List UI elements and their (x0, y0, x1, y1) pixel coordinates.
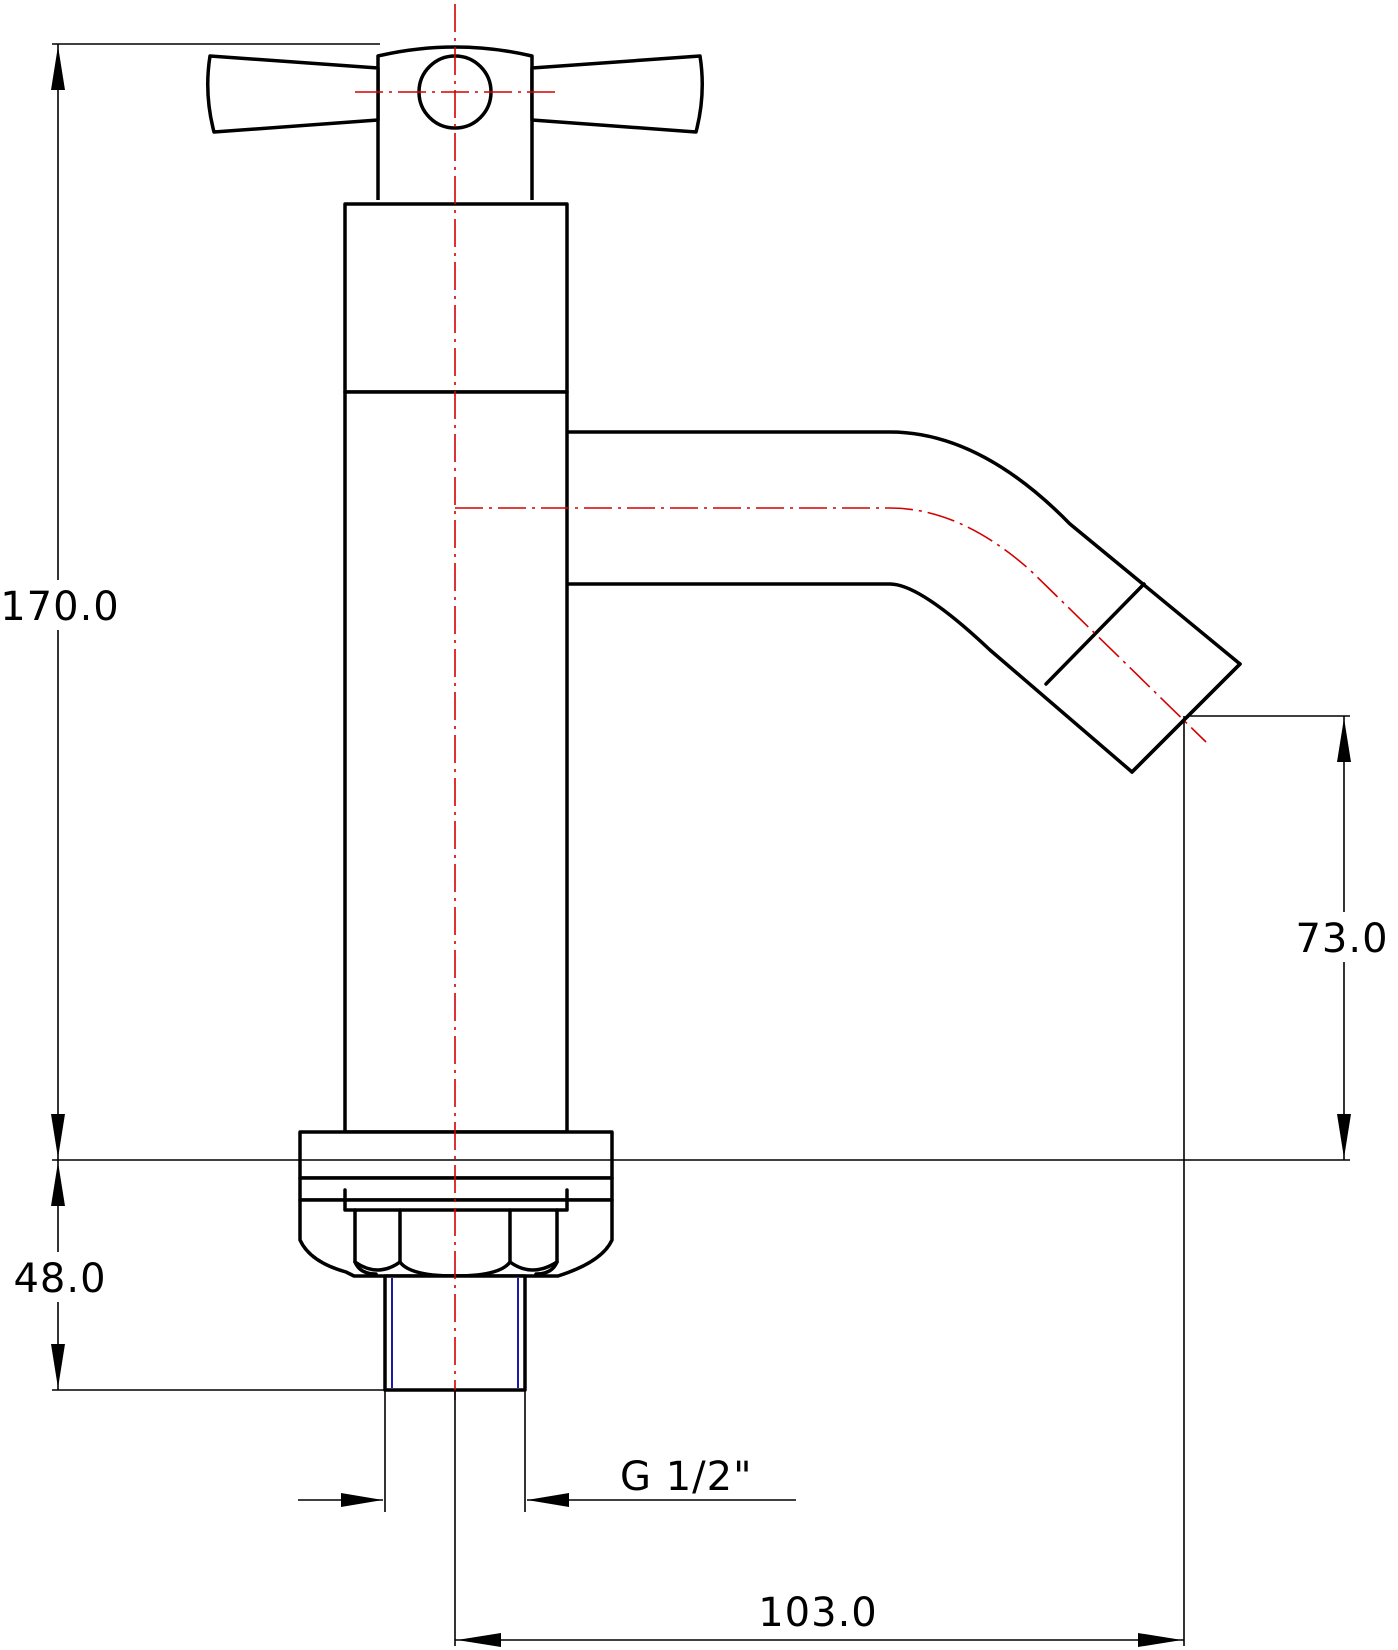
arrow-left (457, 1633, 501, 1647)
base-flange-top (298, 1130, 614, 1180)
dim-label-thread-size: G 1/2" (620, 1454, 752, 1500)
arrow-left (527, 1493, 569, 1507)
aerator-line-a (1044, 582, 1146, 686)
arrow-right (1138, 1633, 1182, 1647)
main-body-tube (343, 390, 569, 1134)
faucet-body (206, 45, 1242, 1392)
hex-nut-inner-top (343, 1188, 569, 1212)
arrow-down (1337, 1114, 1351, 1158)
dim-thread-size: G 1/2" (298, 1390, 796, 1512)
dim-spout-height: 73.0 (1190, 715, 1398, 1160)
hex-nut-arcs (353, 1260, 559, 1272)
arrow-right (341, 1493, 383, 1507)
dim-label-spout-height: 73.0 (1295, 916, 1388, 962)
label-mask (1286, 912, 1398, 962)
base-flange-bottom (298, 1176, 614, 1202)
arrow-down (51, 1114, 65, 1158)
dim-label-thread-length: 48.0 (13, 1256, 106, 1302)
aerator-line-b (1130, 662, 1242, 774)
hex-nut (298, 1198, 614, 1278)
spout-centerline (455, 507, 1207, 743)
dim-total-height: 170.0 (0, 43, 1350, 1161)
handle-arm-left (206, 54, 380, 134)
upper-collar (343, 202, 569, 394)
center-lines (355, 4, 1207, 1400)
arrow-up (51, 1162, 65, 1206)
dim-thread-length: 48.0 (8, 1160, 385, 1391)
handle-arm-right (530, 54, 704, 134)
arrow-up (51, 46, 65, 90)
dim-spout-reach: 103.0 (454, 716, 1185, 1647)
arrow-up (1337, 718, 1351, 762)
arrow-down (51, 1344, 65, 1388)
label-mask (8, 1252, 112, 1302)
dim-label-total-height: 170.0 (0, 584, 120, 630)
dim-label-spout-reach: 103.0 (758, 1590, 878, 1636)
label-mask (2, 580, 118, 630)
